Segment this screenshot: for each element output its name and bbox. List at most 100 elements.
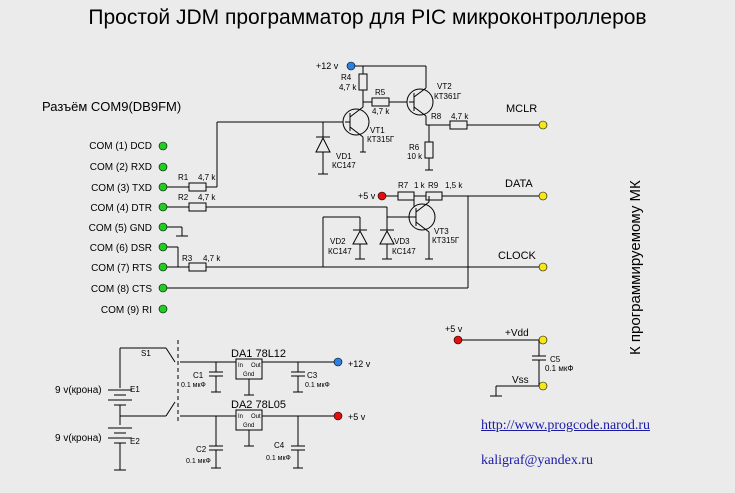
p5-terminal-target (453, 335, 463, 345)
c5-value: 0.1 мкФ (545, 364, 573, 373)
p12-label-supply: +12 v (348, 359, 371, 369)
p5-terminal-data (377, 191, 387, 201)
com-pin-label-1: COM (1) DCD (89, 141, 152, 152)
vt1-transistor (342, 90, 370, 153)
com-pin-dot-2 (158, 162, 168, 172)
c1-value: 0.1 мкФ (181, 382, 206, 389)
mclr-label: MCLR (506, 103, 537, 115)
page-title: Простой JDM программатор для PIC микроко… (88, 6, 647, 29)
vd3-label: VD3 (394, 237, 410, 246)
website-link[interactable]: http://www.progcode.narod.ru (481, 418, 650, 433)
r5-label: R5 (375, 88, 386, 97)
r3-value: 4,7 k (203, 254, 221, 263)
vt3-label: VT3 (434, 227, 449, 236)
com-pin-label-2: COM (2) RXD (90, 162, 152, 173)
da1-out: Out (251, 363, 261, 369)
com-pin-dot-8 (158, 283, 168, 293)
r7-label: R7 (398, 181, 409, 190)
pin-dots (158, 61, 548, 421)
vd1-label: VD1 (336, 152, 352, 161)
s1-label: S1 (141, 349, 151, 358)
r5-value: 4,7 k (372, 107, 390, 116)
vss-label: Vss (512, 375, 529, 386)
data-label: DATA (505, 178, 533, 190)
com-pin-label-4: COM (4) DTR (90, 203, 152, 214)
da2-in: In (238, 414, 243, 420)
c4-value: 0.1 мкФ (266, 455, 291, 462)
vt1-type: КТ315Г (367, 135, 395, 144)
com-pin-label-9: COM (9) RI (101, 305, 152, 316)
c3-value: 0.1 мкФ (305, 382, 330, 389)
com-pin-label-6: COM (6) DSR (90, 243, 152, 254)
da1-gnd: Gnd (243, 372, 254, 378)
power-supply (108, 340, 338, 471)
com-pin-dot-4 (158, 202, 168, 212)
com-pin-dot-1 (158, 141, 168, 151)
com-pin-dot-3 (158, 182, 168, 192)
vt3-type: КТ315Г (432, 236, 460, 245)
da1-label: DA1 78L12 (231, 348, 286, 360)
com-pin-dot-6 (158, 242, 168, 252)
com-pin-list: COM (1) DCD COM (2) RXD COM (3) TXD COM … (89, 141, 153, 316)
com-pin-label-3: COM (3) TXD (91, 183, 152, 194)
c1-label: C1 (193, 371, 204, 380)
vd1-type: КС147 (332, 161, 356, 170)
r6-value: 10 k (407, 152, 423, 161)
c2-label: C2 (196, 445, 207, 454)
r9-value: 1,5 k (445, 181, 463, 190)
p12-terminal-supply (333, 357, 343, 367)
da1-in: In (238, 363, 243, 369)
r4-value: 4,7 k (339, 83, 357, 92)
p5-terminal-supply (333, 411, 343, 421)
r8-value: 4,7 k (451, 112, 469, 121)
p12-terminal-top (346, 61, 356, 71)
da2-gnd: Gnd (243, 423, 254, 429)
com-pin-dot-5 (158, 222, 168, 232)
r9-label: R9 (428, 181, 439, 190)
vd3-type: КС147 (392, 247, 416, 256)
p12-label-top: +12 v (316, 61, 339, 71)
da2-label: DA2 78L05 (231, 399, 286, 411)
com-pin-dot-7 (158, 262, 168, 272)
clock-terminal (538, 262, 548, 272)
vss-terminal (538, 381, 548, 391)
clock-label: CLOCK (498, 250, 537, 262)
r8-label: R8 (431, 112, 442, 121)
resistor-r3 (188, 262, 207, 272)
com-pin-label-5: COM (5) GND (89, 223, 152, 234)
data-section (322, 191, 543, 288)
vt2-type: КТ361Г (434, 92, 462, 101)
vpp-section (355, 65, 543, 171)
da2-out: Out (251, 414, 261, 420)
target-mcu-label: К программируемому МК (627, 180, 644, 355)
c2-value: 0.1 мкФ (186, 458, 211, 465)
vt1-label: VT1 (370, 126, 385, 135)
vt2-label: VT2 (437, 82, 452, 91)
r3-label: R3 (182, 254, 193, 263)
mclr-terminal (538, 120, 548, 130)
data-terminal (538, 191, 548, 201)
c3-label: C3 (307, 371, 318, 380)
battery-label-1: 9 v(крона) (55, 385, 102, 396)
battery-label-2: 9 v(крона) (55, 433, 102, 444)
p5-label-target: +5 v (445, 324, 463, 334)
vdd-terminal (538, 335, 548, 345)
p5-label-data: +5 v (358, 191, 376, 201)
connector-label: Разъём COM9(DB9FM) (42, 99, 181, 114)
c5-label: C5 (550, 355, 561, 364)
email-link[interactable]: kaligraf@yandex.ru (481, 453, 594, 468)
vdd-label: +Vdd (505, 328, 529, 339)
vd1-zener (315, 122, 331, 175)
r1-value: 4,7 k (198, 173, 216, 182)
vd2-label: VD2 (330, 237, 346, 246)
com-pin-dot-9 (158, 304, 168, 314)
target-power (458, 339, 546, 397)
resistor-r1 (188, 182, 207, 192)
r7-value: 1 k (414, 181, 426, 190)
e2-label: E2 (130, 437, 140, 446)
e1-label: E1 (130, 385, 140, 394)
r2-label: R2 (178, 193, 189, 202)
c4-label: C4 (274, 441, 285, 450)
r1-label: R1 (178, 173, 189, 182)
